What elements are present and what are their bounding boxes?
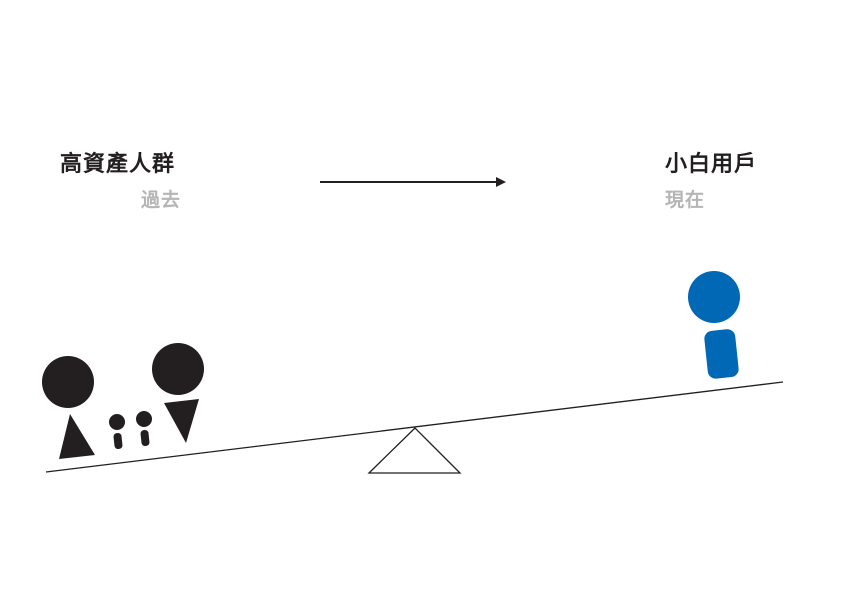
child-figure-2	[136, 411, 152, 447]
right-group-subtitle: 現在	[665, 189, 706, 211]
left-group-title: 高資產人群	[60, 152, 176, 177]
new-user-figure	[688, 271, 740, 379]
arrow-right-icon	[320, 177, 506, 187]
seesaw-plank	[45, 381, 784, 473]
left-group-subtitle: 過去	[141, 189, 182, 211]
right-group-title: 小白用戶	[665, 152, 758, 177]
child-figure-1	[109, 414, 125, 450]
adult-figure-right	[152, 343, 204, 443]
triangle-fulcrum-icon	[367, 427, 462, 474]
adult-figure-left	[42, 356, 95, 459]
